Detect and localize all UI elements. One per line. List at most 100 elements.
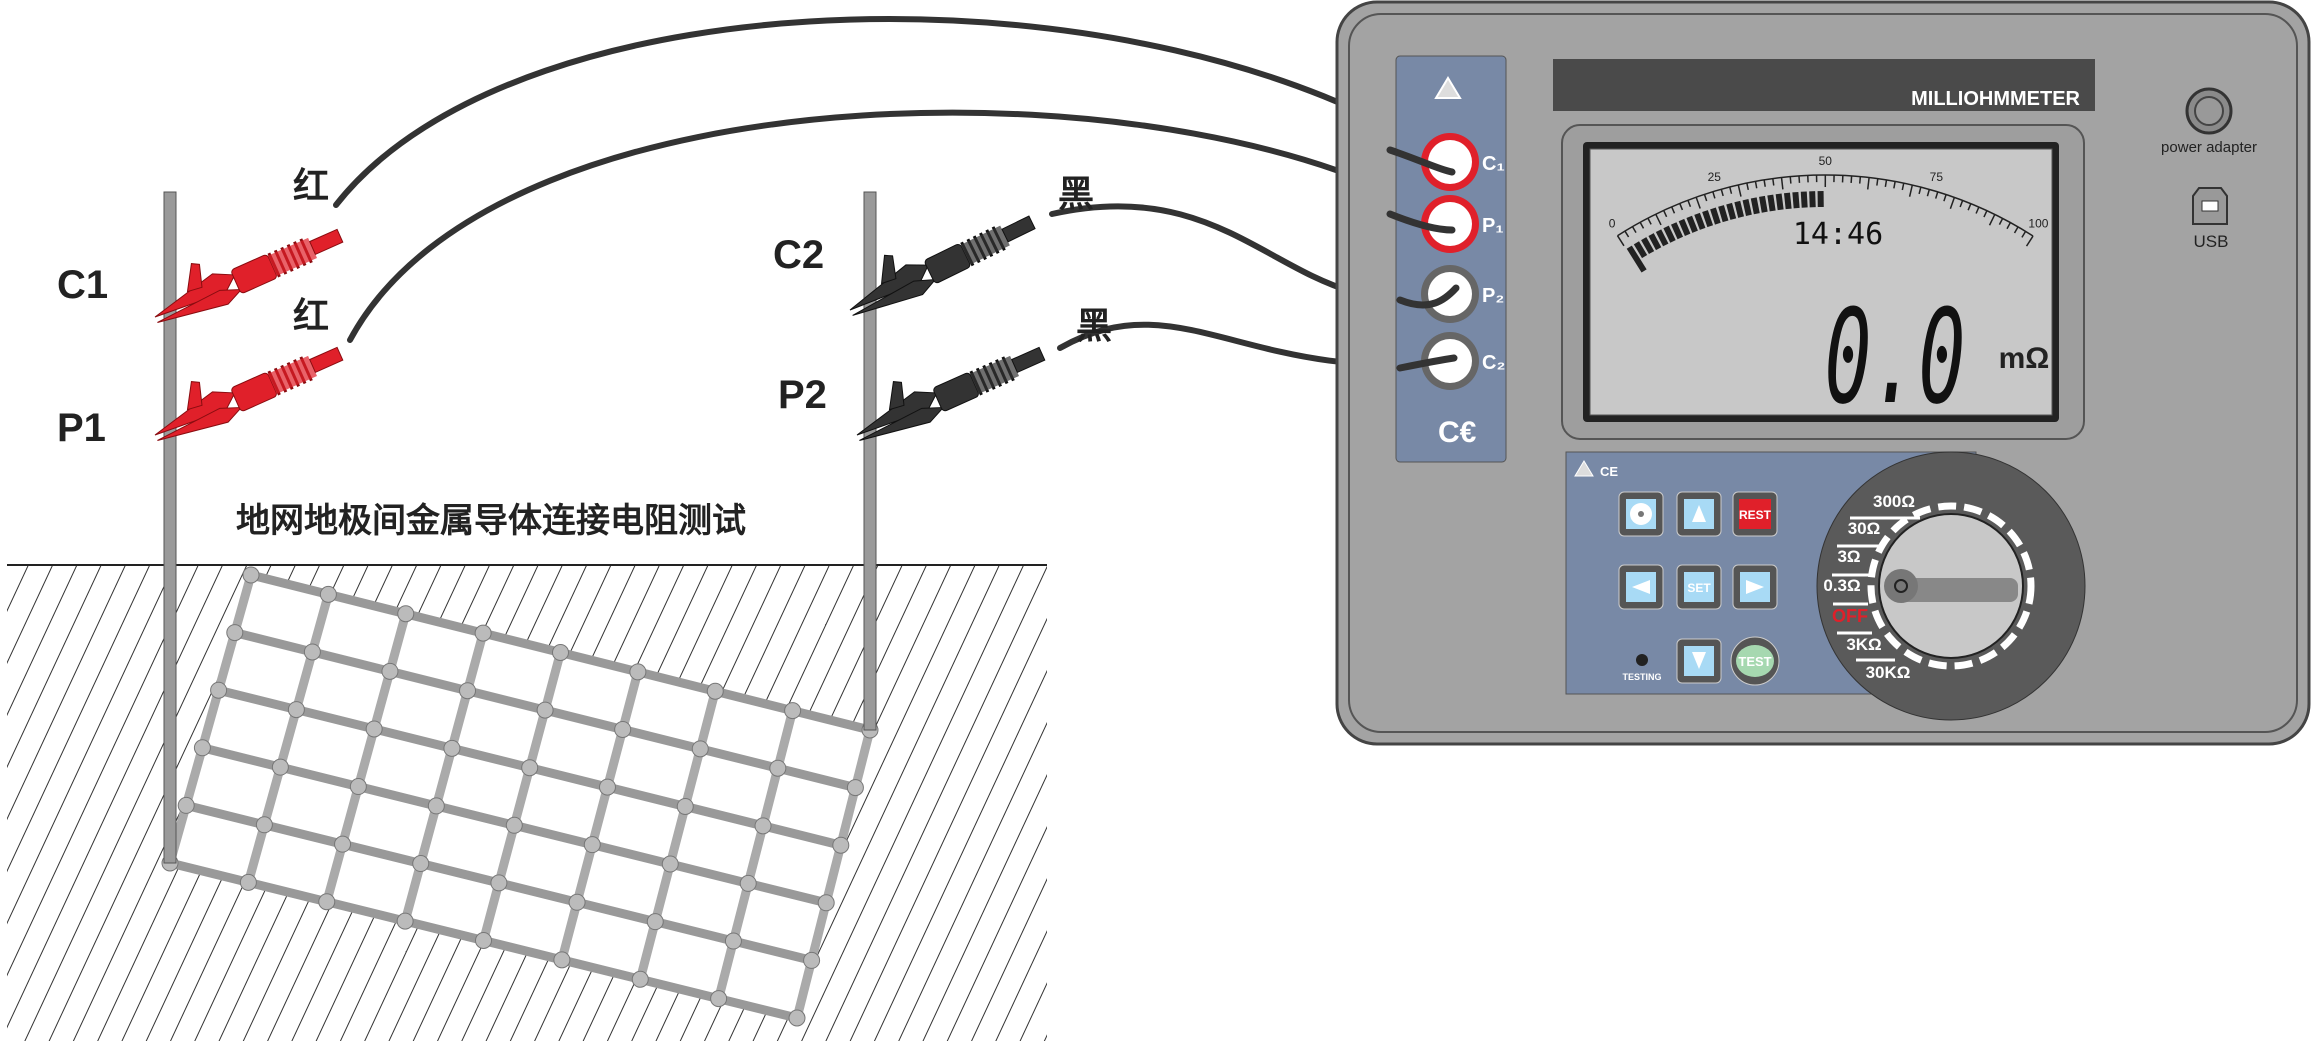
testing-label: TESTING: [1622, 672, 1661, 682]
range-off[interactable]: OFF: [1832, 606, 1868, 626]
ground-mesh: [161, 566, 879, 1027]
mesh-node: [784, 702, 802, 720]
bargraph-segment: [1626, 245, 1647, 273]
key-set[interactable]: SET: [1676, 564, 1722, 610]
range-0-3ohm[interactable]: 0.3Ω: [1823, 576, 1860, 595]
bargraph-segment: [1648, 233, 1662, 251]
wire-color-red-2: 红: [293, 296, 329, 337]
mesh-node: [475, 932, 492, 949]
bargraph-segment: [1686, 215, 1698, 233]
bargraph-segment: [1734, 200, 1745, 218]
mesh-bar: [322, 612, 411, 903]
mesh-node: [319, 585, 337, 603]
lcd-time: 14:46: [1793, 217, 1883, 252]
key-rest[interactable]: REST: [1732, 491, 1778, 537]
label-p1: P1: [57, 406, 106, 450]
scale-label-0: 0: [1609, 216, 1616, 230]
mesh-node: [349, 778, 367, 796]
mesh-bar: [165, 573, 256, 865]
mesh-node: [255, 816, 273, 834]
mesh-node: [788, 1009, 806, 1027]
key-test[interactable]: TEST: [1730, 636, 1780, 686]
mesh-node: [724, 932, 742, 950]
terminal-label: P₁: [1482, 215, 1504, 237]
mesh-node: [381, 662, 399, 680]
ce-mark-icon: C€: [1438, 416, 1477, 449]
mesh-node: [629, 663, 647, 681]
bargraph-segment: [1710, 207, 1721, 225]
bargraph-segment: [1670, 222, 1684, 240]
wire-color-black-2: 黑: [1076, 306, 1112, 347]
arrow-down-icon: [1692, 652, 1706, 669]
bargraph-segment: [1726, 202, 1737, 220]
bargraph-segment: [1718, 205, 1729, 223]
bargraph-segment: [1775, 193, 1784, 211]
lcd-analog-scale: [1616, 174, 2034, 273]
range-300ohm[interactable]: 300Ω: [1873, 492, 1915, 511]
mesh-node: [303, 643, 321, 661]
range-3ohm[interactable]: 3Ω: [1837, 547, 1860, 566]
mesh-node: [287, 701, 305, 719]
mesh-node: [598, 778, 616, 796]
model-header: [1553, 59, 2095, 111]
warning-icon: [1434, 76, 1462, 99]
mesh-bar: [714, 709, 797, 1000]
mesh-bar: [792, 728, 875, 1020]
bargraph-segment: [1809, 191, 1816, 208]
mesh-node: [443, 739, 461, 757]
terminal-label: C₁: [1482, 153, 1505, 175]
lcd-reading: 0.0: [1825, 282, 1966, 434]
key-left[interactable]: [1618, 564, 1664, 610]
terminal-panel: [1395, 55, 1507, 463]
mesh-node: [739, 874, 757, 892]
mesh-node: [505, 816, 523, 834]
key-right[interactable]: [1732, 564, 1778, 610]
wire-color-black-1: 黑: [1058, 174, 1094, 215]
key-backlight[interactable]: [1618, 491, 1664, 537]
black-clip-c2: [849, 215, 1036, 316]
mesh-node: [661, 855, 679, 873]
mesh-node: [676, 797, 694, 815]
arrow-up-icon: [1692, 505, 1706, 522]
lead-p1: [347, 109, 1453, 343]
range-30kohm[interactable]: 30KΩ: [1866, 663, 1911, 682]
black-clip-p2: [856, 346, 1046, 441]
mesh-node: [521, 759, 539, 777]
range-selector-dial[interactable]: 300Ω 30Ω 3Ω 0.3Ω OFF 3KΩ 30KΩ: [1816, 451, 2086, 721]
range-30ohm[interactable]: 30Ω: [1848, 519, 1881, 538]
key-rest-label: REST: [1739, 508, 1772, 522]
bargraph-segment: [1750, 197, 1760, 215]
red-clip-p1: [154, 346, 344, 441]
testing-indicator-led: [1636, 654, 1648, 666]
mesh-node: [242, 566, 260, 584]
mesh-node: [474, 624, 492, 642]
mesh-node: [318, 893, 336, 911]
key-up[interactable]: [1676, 491, 1722, 537]
mesh-node: [754, 817, 772, 835]
bargraph-segment: [1694, 212, 1706, 230]
range-3kohm[interactable]: 3KΩ: [1846, 635, 1881, 654]
arrow-right-icon: [1746, 580, 1764, 594]
key-down[interactable]: [1676, 638, 1722, 684]
mesh-node: [193, 739, 211, 757]
terminal-p1[interactable]: P₁: [1421, 195, 1504, 253]
power-adapter-label: power adapter: [2161, 139, 2257, 156]
key-test-label: TEST: [1738, 654, 1771, 669]
mesh-node: [412, 855, 430, 873]
mesh-bar: [635, 690, 720, 981]
terminal-c1[interactable]: C₁: [1421, 133, 1505, 191]
mesh-node: [646, 913, 664, 931]
scale-label-25: 25: [1708, 170, 1722, 184]
mesh-node: [568, 893, 586, 911]
mesh-node: [396, 912, 414, 930]
terminal-label: P₂: [1482, 285, 1504, 307]
mesh-node: [210, 681, 228, 699]
dial-pointer: [1893, 578, 2018, 602]
mesh-node: [334, 835, 352, 853]
bargraph-segment: [1702, 210, 1714, 228]
ce-small-mark: CE: [1600, 464, 1618, 479]
mesh-node: [271, 758, 289, 776]
mesh-node: [239, 873, 257, 891]
model-name: MILLIOHMMETER: [1911, 88, 2080, 110]
